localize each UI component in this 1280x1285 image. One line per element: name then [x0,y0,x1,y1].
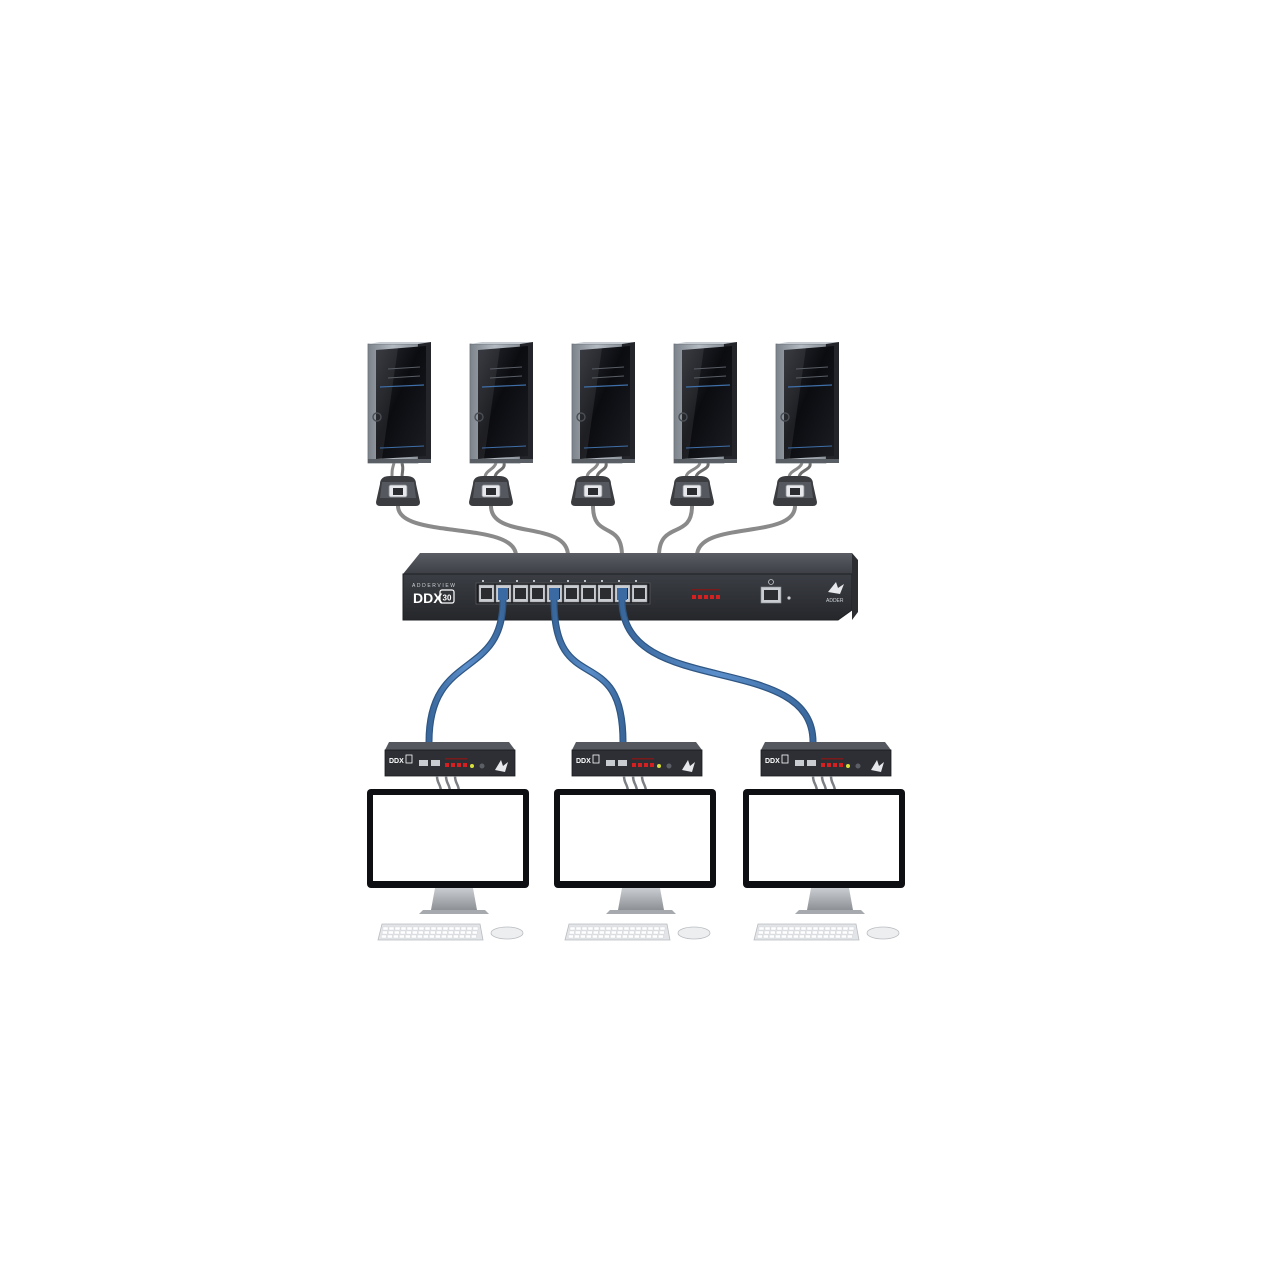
computer-access-module-icon [469,476,513,506]
status-led [704,595,708,599]
adder-logo-icon: ADDER [826,582,844,604]
lock-icon [768,579,774,585]
computer-access-module-icon [670,476,714,506]
port-led [499,580,501,582]
user-station: DDX [367,742,529,941]
status-led [692,595,696,599]
usb-port [419,760,428,766]
port-led [567,580,569,582]
status-led [833,763,837,767]
switch-model-number: 30 [443,594,452,603]
status-led [839,763,843,767]
status-led [710,595,714,599]
status-led [827,763,831,767]
power-led [657,764,661,768]
monitor-stand [618,888,664,910]
computers-row [367,342,839,506]
usb-port [618,760,627,766]
monitor-stand [807,888,853,910]
usb-port [807,760,816,766]
status-led [445,763,449,767]
monitor-stand [431,888,477,910]
port-led [516,580,518,582]
adder-logo-icon [871,760,884,772]
port-led [533,580,535,582]
usb-port [606,760,615,766]
monitor-screen [749,795,899,881]
mouse-icon [866,926,900,940]
tower-pc-icon [571,342,635,464]
computer-access-module-icon [376,476,420,506]
port-led [618,580,620,582]
button [479,763,485,769]
tower-pc-icon [469,342,533,464]
status-led [463,763,467,767]
link-cable [619,597,816,745]
tower-pc-icon [673,342,737,464]
status-led [644,763,648,767]
link-cable [426,597,506,745]
port-led [635,580,637,582]
switch-model-badge [439,589,455,604]
adder-logo-icon [495,760,508,772]
monitor-icon [367,789,529,914]
status-led [451,763,455,767]
computer-access-module-icon [773,476,817,506]
keyboard-icon [564,923,671,941]
status-led [632,763,636,767]
monitor-icon [743,789,905,914]
button [855,763,861,769]
status-led [457,763,461,767]
extender-model-label: DDX [576,758,591,765]
rj45-plug [617,588,627,600]
link-cable [551,597,626,745]
power-led [846,764,850,768]
computer-access-module-icon [571,476,615,506]
status-led [716,595,720,599]
adder-logo-icon [682,760,695,772]
status-led [698,595,702,599]
status-led [650,763,654,767]
user-station-extender-icon: DDX [760,742,892,777]
tower-pc-icon [367,342,431,464]
tower-pc-icon [775,342,839,464]
usb-port [795,760,804,766]
user-station-extender-icon: DDX [384,742,516,777]
keyboard-icon [753,923,860,941]
port-led [550,580,552,582]
mouse-icon [677,926,711,940]
switch-model-label: DDX [413,590,443,606]
usb-port [431,760,440,766]
switch-brand-label: ADDERVIEW [412,583,457,589]
link-cables [425,588,817,746]
user-station: DDX [554,742,716,941]
monitor-screen [373,795,523,881]
status-led [638,763,642,767]
switch-vendor-label: ADDER [826,598,844,604]
port-led [601,580,603,582]
power-led [470,764,474,768]
monitor-screen [560,795,710,881]
rj45-plug [549,588,559,600]
user-station: DDX [743,742,905,941]
mouse-icon [490,926,524,940]
monitor-icon [554,789,716,914]
extender-model-label: DDX [765,758,780,765]
rj45-plug [498,588,508,600]
status-led [821,763,825,767]
port-led [584,580,586,582]
reset-button [787,596,791,600]
user-station-extender-icon: DDX [571,742,703,777]
extender-model-label: DDX [389,758,404,765]
keyboard-icon [377,923,484,941]
port-led [482,580,484,582]
user-stations-row: DDX DDX DDX [367,742,905,941]
button [666,763,672,769]
